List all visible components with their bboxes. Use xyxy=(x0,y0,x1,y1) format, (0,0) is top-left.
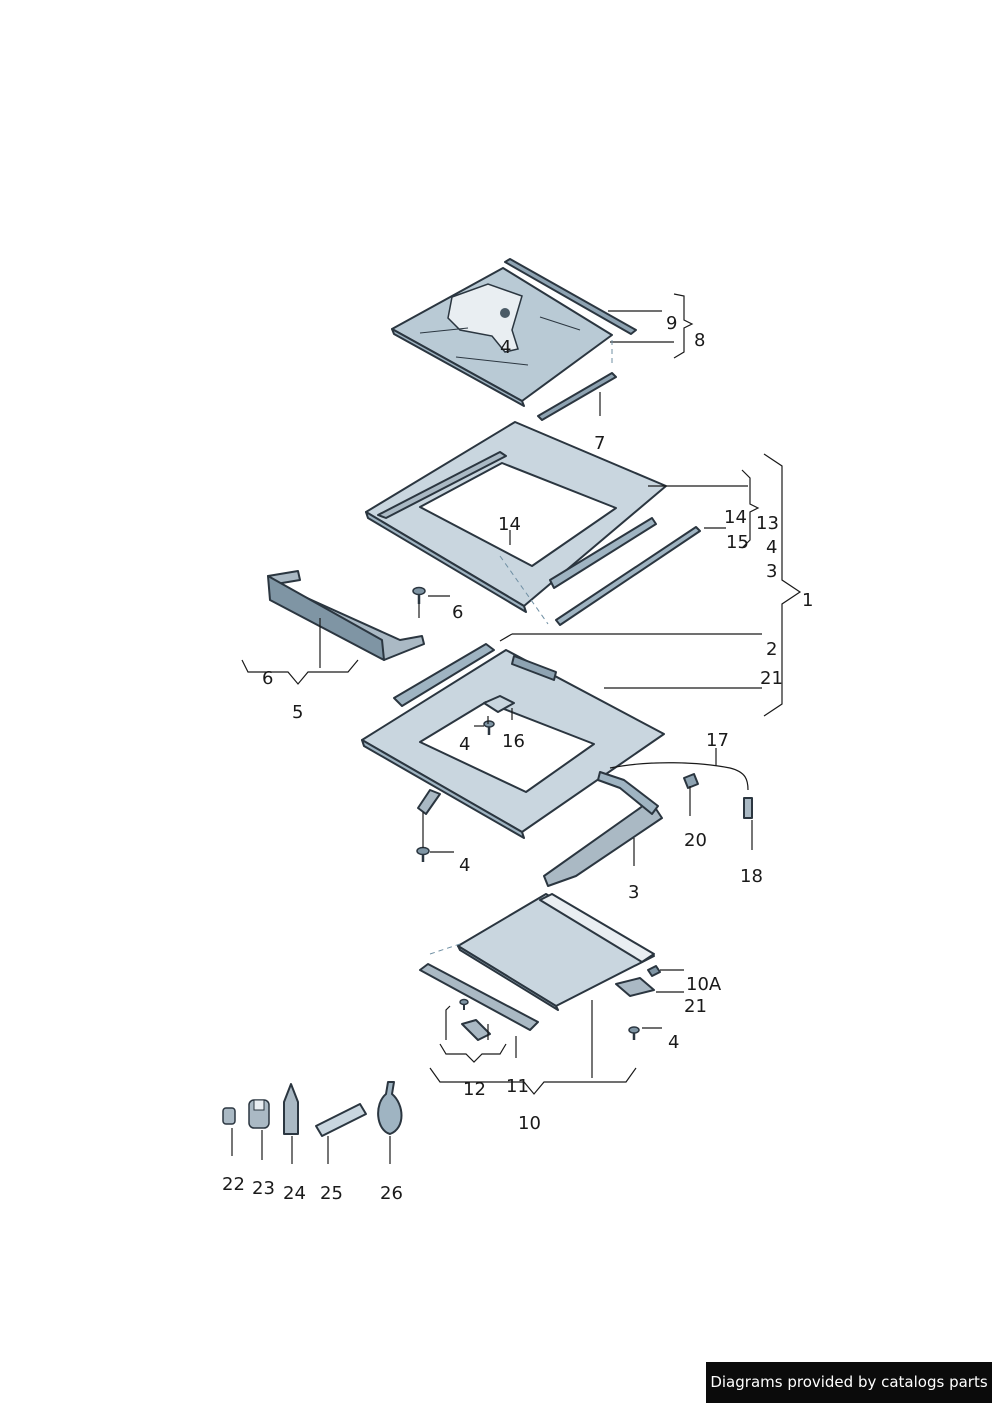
lower-frame[interactable] xyxy=(361,643,665,839)
callout-bracket: 16 xyxy=(502,731,525,752)
sunshade[interactable] xyxy=(457,893,655,1011)
handle-screw[interactable] xyxy=(459,998,469,1011)
sunroof-frame[interactable] xyxy=(365,421,667,613)
leader-lines xyxy=(231,293,802,1164)
callout-wind-deflector-strip: 9 xyxy=(666,313,677,334)
drain-cable[interactable] xyxy=(609,762,749,791)
callout-guide-rail: 3 xyxy=(628,882,639,903)
callout-part-26: 26 xyxy=(380,1183,403,1204)
callout-drain-valve: 18 xyxy=(740,866,763,887)
callout-frame-screw-b: 4 xyxy=(459,855,470,876)
frame-screw[interactable] xyxy=(483,720,495,735)
callout-frame-screw: 4 xyxy=(766,537,777,558)
callout-handle: 12 xyxy=(463,1079,486,1100)
diagram-credit-banner: Diagrams provided by catalogs parts xyxy=(706,1362,992,1403)
small-cap-part[interactable] xyxy=(222,1107,236,1125)
deflector-screw[interactable] xyxy=(412,586,426,605)
frame-seal[interactable] xyxy=(549,517,657,589)
grease-tube[interactable] xyxy=(315,1103,367,1137)
wind-deflector[interactable] xyxy=(267,570,425,661)
callout-seal-strip: 7 xyxy=(594,433,605,454)
glass-panel[interactable] xyxy=(391,267,613,407)
callout-frame-group: 1 xyxy=(802,590,813,611)
callout-part-23: 23 xyxy=(252,1178,275,1199)
drain-valve[interactable] xyxy=(743,797,753,819)
sunshade-handle[interactable] xyxy=(461,1019,491,1041)
callout-deflector-assy: 5 xyxy=(292,702,303,723)
bush-part[interactable] xyxy=(248,1099,270,1129)
callout-sunshade-screw: 4 xyxy=(668,1032,679,1053)
callout-frame-2: 2 xyxy=(766,639,777,660)
callout-part-22: 22 xyxy=(222,1174,245,1195)
callout-deflector-screw: 6 xyxy=(452,602,463,623)
callout-clip: 20 xyxy=(684,830,707,851)
lubricant-bag[interactable] xyxy=(377,1081,403,1135)
callout-frame-seal-15: 15 xyxy=(726,532,749,553)
callout-frame-seal-13: 13 xyxy=(756,513,779,534)
grease-bottle[interactable] xyxy=(283,1083,299,1135)
guide-rail[interactable] xyxy=(543,799,663,887)
callout-sunshade-10: 10 xyxy=(518,1113,541,1134)
callout-glass-screw: 4 xyxy=(500,337,511,358)
sunshade-rail[interactable] xyxy=(419,963,539,1031)
callout-frame-guide: 3 xyxy=(766,561,777,582)
sunshade-spring[interactable] xyxy=(647,965,661,977)
bracket[interactable] xyxy=(483,695,515,713)
callout-frame-21: 21 xyxy=(760,668,783,689)
seal-strip[interactable] xyxy=(537,372,617,421)
guide-rail-left[interactable] xyxy=(417,789,441,815)
callout-frame-seal-14: 14 xyxy=(724,507,747,528)
sunshade-screw[interactable] xyxy=(628,1026,640,1040)
callout-part-25: 25 xyxy=(320,1183,343,1204)
frame-guide-strip[interactable] xyxy=(555,526,701,626)
callout-rail: 11 xyxy=(506,1076,529,1097)
callout-glass-panel-set: 8 xyxy=(694,330,705,351)
callout-frame-seal-inner: 14 xyxy=(498,514,521,535)
callout-cable: 17 xyxy=(706,730,729,751)
callout-part-24: 24 xyxy=(283,1183,306,1204)
callout-sunshade-21: 21 xyxy=(684,996,707,1017)
sunshade-slider[interactable] xyxy=(615,977,655,997)
clip[interactable] xyxy=(683,773,699,789)
callout-frame-screw-a: 4 xyxy=(459,734,470,755)
callout-sunshade-10a: 10A xyxy=(686,974,722,995)
callout-deflector-group: 6 xyxy=(262,668,273,689)
frame-screw-lower[interactable] xyxy=(416,846,430,863)
wind-deflector-strip[interactable] xyxy=(504,258,637,335)
